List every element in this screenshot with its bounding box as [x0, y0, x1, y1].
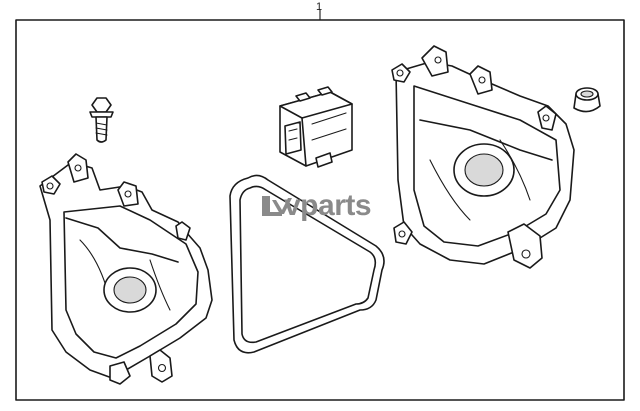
gasket-icon	[229, 174, 385, 354]
watermark-text: vparts	[284, 189, 371, 222]
cap-icon	[573, 87, 601, 113]
callout: 1	[316, 1, 322, 21]
frame-border	[15, 19, 625, 401]
bolt-icon	[89, 97, 114, 143]
lv-ribbon-icon	[262, 196, 292, 216]
watermark: vparts	[262, 189, 372, 222]
right-lamp-housing	[391, 45, 575, 269]
callout-number: 1	[316, 1, 322, 13]
left-lamp-housing	[39, 153, 213, 385]
module-icon	[279, 86, 353, 168]
